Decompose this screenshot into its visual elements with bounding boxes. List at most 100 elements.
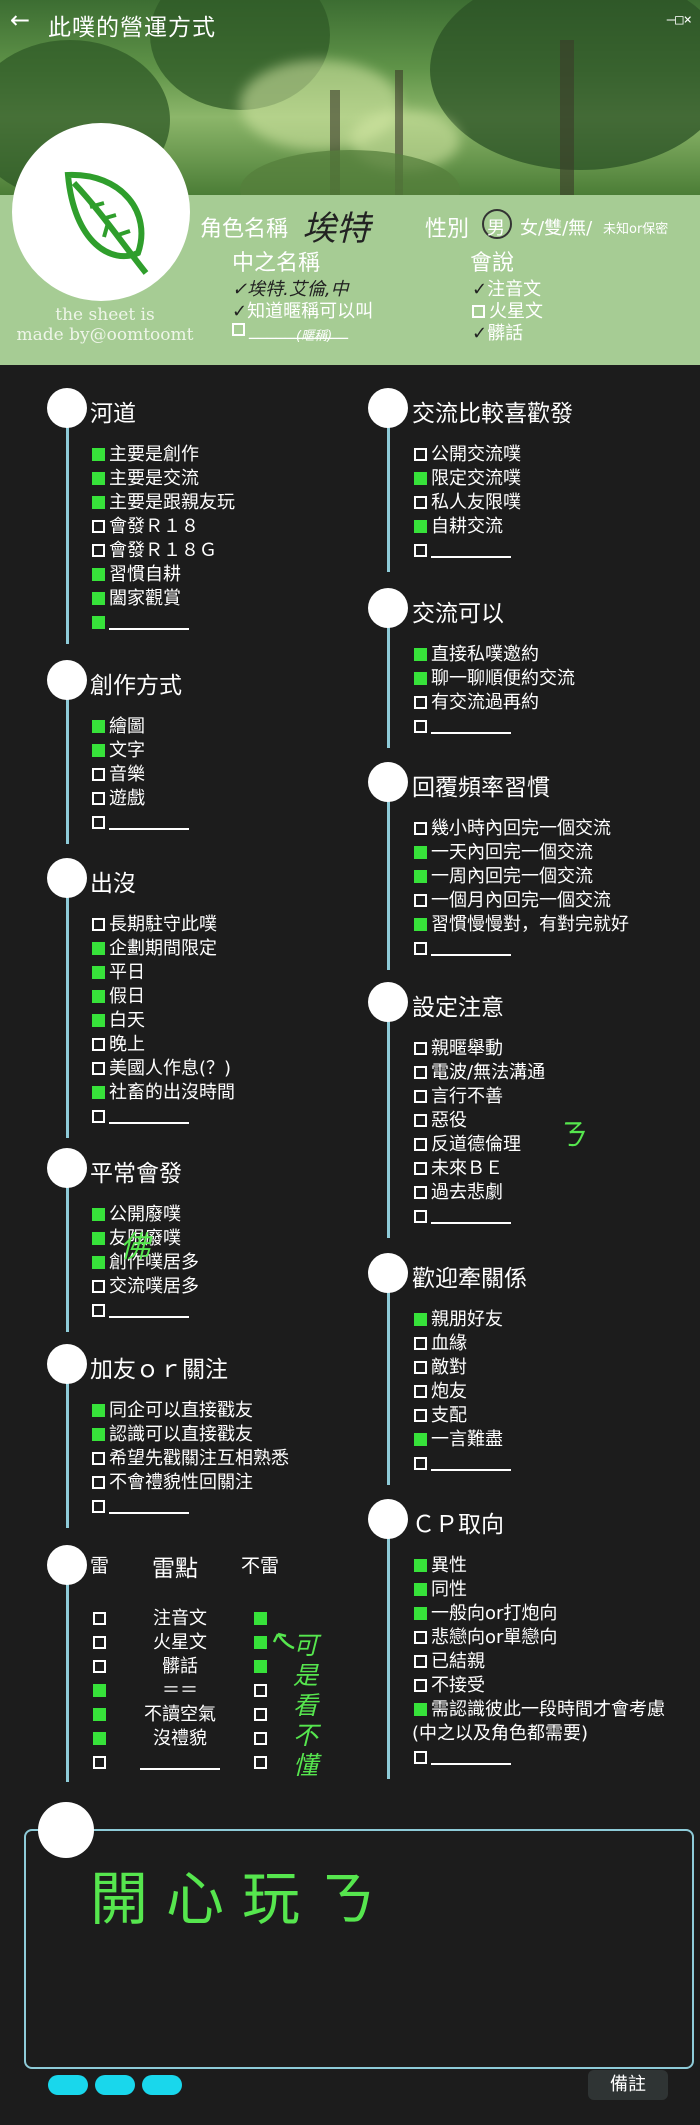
checked-box-icon[interactable] [414, 1607, 427, 1620]
mine-box-icon[interactable] [93, 1684, 106, 1697]
checklist-item[interactable]: 友限廢噗 [92, 1228, 181, 1250]
checked-box-icon[interactable] [92, 720, 105, 733]
checklist-item[interactable]: 假日 [92, 986, 145, 1008]
checklist-item[interactable]: 會發Ｒ１８Ｇ [92, 540, 217, 562]
empty-box-icon[interactable] [414, 1066, 427, 1079]
checklist-item[interactable]: 創作噗居多 [92, 1252, 199, 1274]
checked-box-icon[interactable] [414, 1583, 427, 1596]
checked-box-icon[interactable] [92, 448, 105, 461]
empty-box-icon[interactable] [414, 1042, 427, 1055]
blank-line[interactable] [431, 1208, 511, 1224]
empty-box-icon[interactable] [414, 1655, 427, 1668]
mine-box-icon[interactable] [93, 1732, 106, 1745]
blank-line[interactable] [109, 1498, 189, 1514]
empty-box-icon[interactable] [414, 1631, 427, 1644]
checklist-item[interactable]: 認識可以直接戳友 [92, 1424, 253, 1446]
checklist-item[interactable]: 聊一聊順便約交流 [414, 668, 575, 690]
empty-box-icon[interactable] [92, 520, 105, 533]
blank-line[interactable] [431, 542, 511, 558]
checked-box-icon[interactable] [92, 1404, 105, 1417]
empty-box-icon[interactable] [414, 1186, 427, 1199]
empty-box-icon[interactable] [92, 544, 105, 557]
blank-line[interactable] [431, 718, 511, 734]
empty-box-icon[interactable] [414, 448, 427, 461]
checklist-item[interactable]: 文字 [92, 740, 145, 762]
checklist-item[interactable]: 炮友 [414, 1381, 467, 1403]
empty-box-icon[interactable] [414, 942, 427, 955]
checklist-item[interactable]: 主要是交流 [92, 468, 199, 490]
empty-box-icon[interactable] [414, 1679, 427, 1692]
empty-box-icon[interactable] [414, 1337, 427, 1350]
empty-box-icon[interactable] [92, 768, 105, 781]
not-mine-box-icon[interactable] [254, 1612, 267, 1625]
checklist-item[interactable] [414, 938, 511, 960]
notes-box[interactable] [24, 1829, 694, 2069]
blank-line[interactable] [109, 1108, 189, 1124]
checked-box-icon[interactable] [92, 616, 105, 629]
checklist-item[interactable]: 幾小時內回完一個交流 [414, 818, 611, 840]
mine-box-icon[interactable] [93, 1708, 106, 1721]
checked-box-icon[interactable] [92, 568, 105, 581]
checklist-item[interactable]: 習慣自耕 [92, 564, 181, 586]
checklist-item[interactable]: 一般向or打炮向 [414, 1603, 557, 1625]
checklist-item[interactable]: 未來ＢＥ [414, 1158, 503, 1180]
checklist-item[interactable]: 希望先戳關注互相熟悉 [92, 1448, 289, 1470]
not-mine-box-icon[interactable] [254, 1660, 267, 1673]
blank-line[interactable] [109, 614, 189, 630]
empty-box-icon[interactable] [92, 1476, 105, 1489]
window-controls-icon[interactable]: –□× [666, 12, 692, 28]
checklist-item[interactable]: 血緣 [414, 1333, 467, 1355]
not-mine-box-icon[interactable] [254, 1708, 267, 1721]
checklist-item[interactable]: 悲戀向or單戀向 [414, 1627, 557, 1649]
checklist-item[interactable]: 主要是創作 [92, 444, 199, 466]
checklist-item[interactable]: 需認識彼此一段時間才會考慮 [414, 1699, 665, 1721]
remark-button[interactable]: 備註 [588, 2070, 668, 2100]
back-arrow-icon[interactable]: ← [10, 6, 31, 34]
speaks-option-3[interactable]: ✓髒話 [472, 323, 524, 344]
checklist-item[interactable]: 不會禮貌性回關注 [92, 1472, 253, 1494]
mine-box-icon[interactable] [93, 1660, 106, 1673]
checklist-item[interactable]: 社畜的出沒時間 [92, 1082, 235, 1104]
empty-box-icon[interactable] [92, 1038, 105, 1051]
blank-line[interactable] [431, 940, 511, 956]
empty-box-icon[interactable] [414, 544, 427, 557]
empty-box-icon[interactable] [92, 792, 105, 805]
checked-box-icon[interactable] [414, 472, 427, 485]
checklist-item[interactable] [414, 1453, 511, 1475]
empty-box-icon[interactable] [414, 1210, 427, 1223]
checked-box-icon[interactable] [414, 1313, 427, 1326]
mine-box-icon[interactable] [93, 1636, 106, 1649]
checklist-item[interactable]: 繪圖 [92, 716, 145, 738]
checklist-item[interactable]: 美國人作息(？) [92, 1058, 231, 1080]
checklist-item[interactable]: 敵對 [414, 1357, 467, 1379]
checklist-item[interactable]: 親朋好友 [414, 1309, 503, 1331]
checklist-item[interactable]: 遊戲 [92, 788, 145, 810]
checklist-item[interactable]: 一周內回完一個交流 [414, 866, 593, 888]
checked-box-icon[interactable] [92, 1014, 105, 1027]
not-mine-box-icon[interactable] [254, 1756, 267, 1769]
checklist-item[interactable]: 同性 [414, 1579, 467, 1601]
empty-box-icon[interactable] [92, 1452, 105, 1465]
empty-box-icon[interactable] [92, 1280, 105, 1293]
checklist-item[interactable]: 已結親 [414, 1651, 485, 1673]
checklist-item[interactable]: 會發Ｒ１８ [92, 516, 199, 538]
checklist-item[interactable]: 平日 [92, 962, 145, 984]
empty-box-icon[interactable] [92, 1500, 105, 1513]
checked-box-icon[interactable] [92, 1208, 105, 1221]
empty-box-icon[interactable] [414, 1138, 427, 1151]
checklist-item[interactable]: 白天 [92, 1010, 145, 1032]
nickname-option-2[interactable]: ✓知道暱稱可以叫 [232, 301, 374, 322]
tab-button-1[interactable] [48, 2075, 88, 2095]
checklist-item[interactable]: 闔家觀賞 [92, 588, 181, 610]
speaks-option-1[interactable]: ✓注音文 [472, 279, 542, 300]
empty-box-icon[interactable] [414, 822, 427, 835]
empty-box-icon[interactable] [92, 918, 105, 931]
checked-box-icon[interactable] [414, 1433, 427, 1446]
checklist-item[interactable]: 公開廢噗 [92, 1204, 181, 1226]
tab-button-2[interactable] [95, 2075, 135, 2095]
checklist-item[interactable]: 惡役 [414, 1110, 467, 1132]
checked-box-icon[interactable] [92, 744, 105, 757]
checklist-item[interactable] [92, 1300, 189, 1322]
checked-box-icon[interactable] [92, 942, 105, 955]
checklist-item[interactable]: 電波/無法溝通 [414, 1062, 545, 1084]
